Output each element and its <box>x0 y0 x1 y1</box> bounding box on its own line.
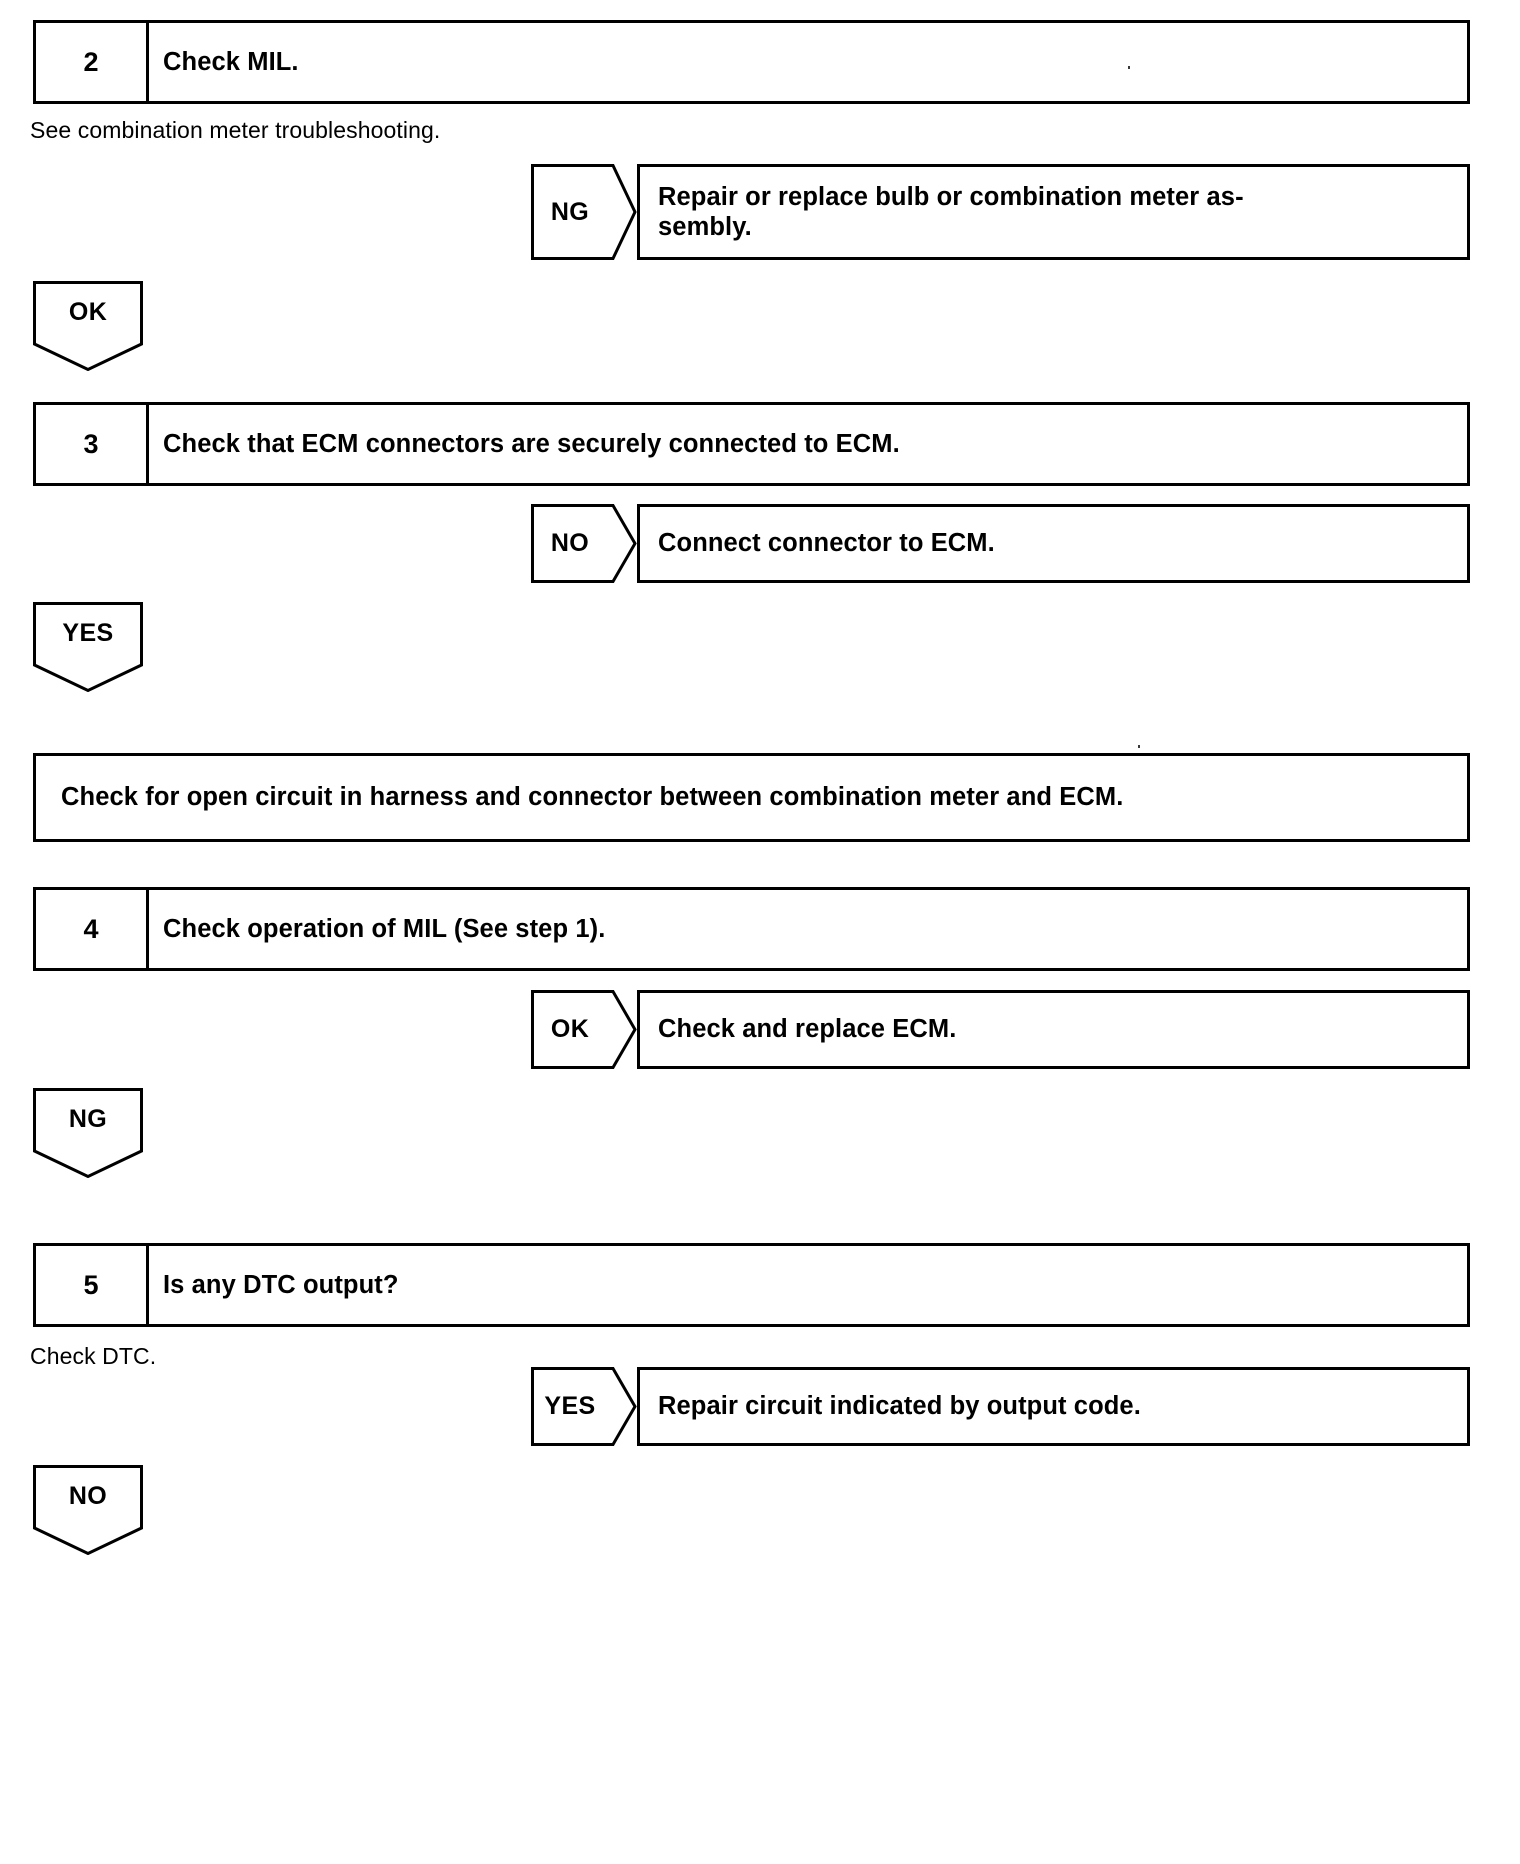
scan-speck <box>1138 745 1140 748</box>
branch-tag-label: YES <box>544 1392 596 1420</box>
tag-arrow-down-shape-icon <box>33 1088 143 1178</box>
scan-speck <box>1128 66 1130 69</box>
branch-action-box-step4: Check and replace ECM. <box>637 990 1470 1069</box>
step-box-2: 2 Check MIL. <box>33 20 1470 104</box>
continue-tag-yes-step3: YES <box>33 602 143 692</box>
branch-tag-yes-step5: YES <box>531 1367 637 1446</box>
step-caption-2: See combination meter troubleshooting. <box>30 117 441 143</box>
tag-arrow-down-shape-icon <box>33 281 143 371</box>
step-box-3: 3 Check that ECM connectors are securely… <box>33 402 1470 486</box>
continue-tag-label: NG <box>68 1104 108 1133</box>
step-number-3: 3 <box>36 405 149 483</box>
step-box-5: 5 Is any DTC output? <box>33 1243 1470 1327</box>
continue-tag-label: NO <box>68 1481 108 1510</box>
step-box-4: 4 Check operation of MIL (See step 1). <box>33 887 1470 971</box>
continue-tag-label: OK <box>68 297 108 326</box>
instruction-box: Check for open circuit in harness and co… <box>33 753 1470 842</box>
branch-action-box-step2: Repair or replace bulb or combination me… <box>637 164 1470 260</box>
step-number-5: 5 <box>36 1246 149 1324</box>
tag-arrow-down-shape-icon <box>33 1465 143 1555</box>
instruction-text: Check for open circuit in harness and co… <box>61 783 1124 812</box>
step-number-2: 2 <box>36 23 149 101</box>
branch-action-text: Repair circuit indicated by output code. <box>658 1392 1141 1421</box>
continue-tag-label: YES <box>62 618 114 647</box>
step-title-4: Check operation of MIL (See step 1). <box>163 914 606 943</box>
branch-tag-label: OK <box>550 1015 590 1043</box>
tag-arrow-shape-icon <box>531 1367 637 1446</box>
branch-action-text: Repair or replace bulb or combination me… <box>658 182 1244 241</box>
tag-arrow-down-shape-icon <box>33 602 143 692</box>
continue-tag-ng-step4: NG <box>33 1088 143 1178</box>
continue-tag-ok-step2: OK <box>33 281 143 371</box>
step-number-4: 4 <box>36 890 149 968</box>
step-title-3: Check that ECM connectors are securely c… <box>163 429 900 458</box>
branch-tag-ok-step4: OK <box>531 990 637 1069</box>
branch-tag-ng-step2: NG <box>531 164 637 260</box>
branch-action-box-step3: Connect connector to ECM. <box>637 504 1470 583</box>
branch-action-box-step5: Repair circuit indicated by output code. <box>637 1367 1470 1446</box>
step-caption-5: Check DTC. <box>30 1343 157 1369</box>
branch-action-text: Connect connector to ECM. <box>658 529 995 558</box>
branch-action-text: Check and replace ECM. <box>658 1015 957 1044</box>
tag-arrow-shape-icon <box>531 990 637 1069</box>
tag-arrow-shape-icon <box>531 504 637 583</box>
step-title-2: Check MIL. <box>163 47 299 76</box>
continue-tag-no-step5: NO <box>33 1465 143 1555</box>
branch-tag-label: NG <box>550 197 590 226</box>
branch-tag-label: NO <box>550 529 590 557</box>
tag-arrow-shape-icon <box>531 164 637 260</box>
step-title-5: Is any DTC output? <box>163 1270 399 1299</box>
branch-tag-no-step3: NO <box>531 504 637 583</box>
